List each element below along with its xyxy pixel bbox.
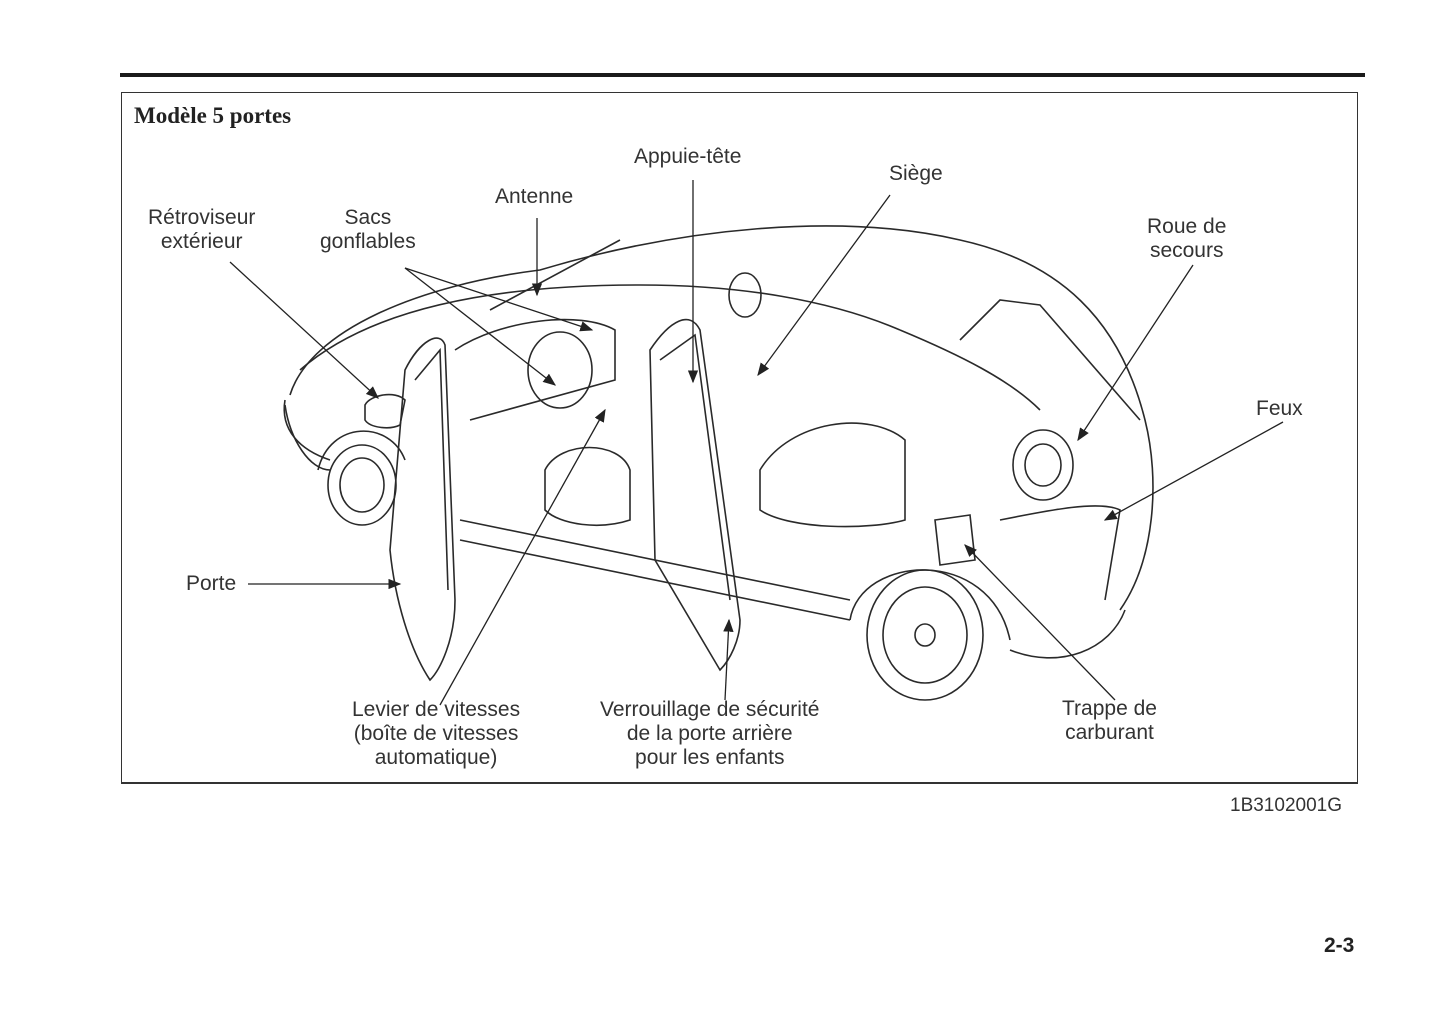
label-roue-de-secours: Roue de secours xyxy=(1147,215,1227,262)
label-retroviseur: Rétroviseur extérieur xyxy=(148,206,256,253)
car-body-outline xyxy=(283,225,1154,701)
leader-retroviseur xyxy=(229,261,379,399)
label-appuie-tete: Appuie-tête xyxy=(634,145,742,168)
leader-levier xyxy=(439,408,606,706)
header-rule xyxy=(120,73,1365,77)
label-antenne: Antenne xyxy=(495,185,574,208)
figure-frame xyxy=(121,92,1358,784)
label-porte: Porte xyxy=(186,572,237,595)
label-sacs-gonflables: Sacs gonflables xyxy=(320,206,416,253)
label-trappe-de-carburant: Trappe de carburant xyxy=(1062,697,1157,744)
label-feux: Feux xyxy=(1256,397,1303,420)
leader-trappe xyxy=(964,544,1116,701)
leader-sacs-2 xyxy=(404,267,557,386)
leader-verrouillage xyxy=(723,618,734,701)
label-siege: Siège xyxy=(889,162,943,185)
leader-sacs-1 xyxy=(404,267,594,332)
page-number: 2-3 xyxy=(1324,934,1355,957)
label-verrouillage: Verrouillage de sécurité de la porte arr… xyxy=(600,698,820,769)
leader-feux xyxy=(1103,421,1284,521)
leader-roue xyxy=(1077,264,1194,442)
leader-siege xyxy=(757,194,891,377)
figure-code: 1B3102001G xyxy=(1230,795,1342,816)
label-levier-de-vitesses: Levier de vitesses (boîte de vitesses au… xyxy=(352,698,521,769)
figure-title: Modèle 5 portes xyxy=(134,103,292,128)
